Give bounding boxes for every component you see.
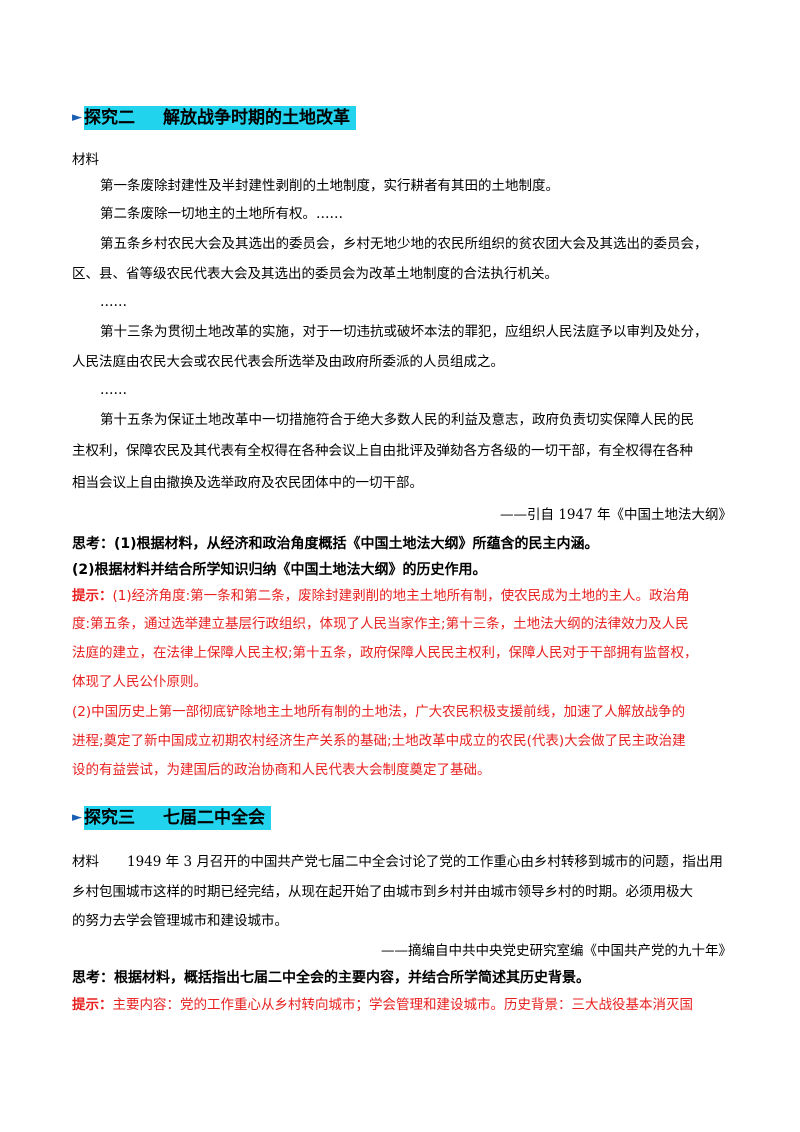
clause-line: 第二条废除一切地主的土地所有权。……: [100, 206, 343, 222]
clause-line: 主权利，保障农民及其代表有全权得在各种会议上自由批评及弹劾各方各级的一切干部，有…: [72, 443, 693, 459]
hint-line: 提示：(1)经济角度:第一条和第二条，废除封建剥削的地主土地所有制，使农民成为土…: [72, 586, 690, 606]
question-1: 思考：(1)根据材料，从经济和政治角度概括《中国土地法大纲》所蕴含的民主内涵。: [72, 536, 599, 552]
hint-text: 主要内容：党的工作重心从乡村转向城市；学会管理和建设城市。历史背景：三大战役基本…: [112, 997, 694, 1013]
section-heading-2: ► 探究二 解放战争时期的土地改革: [72, 106, 356, 130]
hint-text: (1)经济角度:第一条和第二条，废除封建剥削的地主土地所有制，使农民成为土地的主…: [112, 588, 690, 604]
source-citation: ——摘编自中共中央党史研究室编《中国共产党的九十年》: [381, 943, 732, 959]
hint-line: 提示：主要内容：党的工作重心从乡村转向城市；学会管理和建设城市。历史背景：三大战…: [72, 995, 693, 1015]
hint-line: 进程;奠定了新中国成立初期农村经济生产关系的基础;土地改革中成立的农民(代表)大…: [72, 733, 686, 749]
material-line: 材料 1949 年 3 月召开的中国共产党七届二中全会讨论了党的工作重心由乡村转移…: [72, 852, 723, 872]
heading-number: 探究三: [84, 808, 135, 828]
hint-line: 度:第五条，通过选举建立基层行政组织，体现了人民当家作主;第十三条，土地法大纲的…: [72, 616, 689, 632]
arrow-icon: ►: [72, 110, 82, 125]
heading-highlight: 探究三 七届二中全会: [84, 806, 271, 830]
material-text: 1949 年 3 月召开的中国共产党七届二中全会讨论了党的工作重心由乡村转移到城…: [127, 854, 723, 870]
source-citation: ——引自 1947 年《中国土地法大纲》: [500, 507, 732, 523]
clause-line: 相当会议上自由撤换及选举政府及农民团体中的一切干部。: [72, 475, 423, 491]
hint-line: 法庭的建立，在法律上保障人民主权;第十五条，政府保障人民民主权利，保障人民对于干…: [72, 645, 698, 661]
clause-line: 区、县、省等级农民代表大会及其选出的委员会为改革土地制度的合法执行机关。: [72, 266, 558, 282]
clause-line: 第十三条为贯彻土地改革的实施，对于一切违抗或破坏本法的罪犯，应组织人民法庭予以审…: [100, 324, 708, 340]
question-2: (2)根据材料并结合所学知识归纳《中国土地法大纲》的历史作用。: [72, 562, 487, 578]
clause-line: 第十五条为保证土地改革中一切措施符合于绝大多数人民的利益及意志，政府负责切实保障…: [100, 412, 694, 428]
heading-title: 七届二中全会: [163, 808, 265, 828]
heading-number: 探究二: [84, 108, 135, 128]
clause-line: 人民法庭由农民大会或农民代表会所选举及由政府所委派的人员组成之。: [72, 354, 504, 370]
heading-highlight: 探究二 解放战争时期的土地改革: [84, 106, 356, 130]
hint-label: 提示：: [72, 588, 113, 604]
clause-line: 第一条废除封建性及半封建性剥削的土地制度，实行耕者有其田的土地制度。: [100, 178, 559, 194]
ellipsis: ……: [100, 382, 127, 398]
hint-line: (2)中国历史上第一部彻底铲除地主土地所有制的土地法，广大农民积极支援前线，加速…: [72, 704, 686, 720]
heading-title: 解放战争时期的土地改革: [163, 108, 350, 128]
clause-line: 第五条乡村农民大会及其选出的委员会，乡村无地少地的农民所组织的贫农团大会及其选出…: [100, 236, 708, 252]
material-line: 的努力去学会管理城市和建设城市。: [72, 913, 288, 929]
material-label: 材料: [72, 152, 99, 168]
hint-line: 设的有益尝试，为建国后的政治协商和人民代表大会制度奠定了基础。: [72, 762, 491, 778]
material-label: 材料: [72, 854, 99, 870]
material-line: 乡村包围城市这样的时期已经完结，从现在起开始了由城市到乡村并由城市领导乡村的时期…: [72, 884, 693, 900]
hint-line: 体现了人民公仆原则。: [72, 674, 207, 690]
section-heading-3: ► 探究三 七届二中全会: [72, 806, 271, 830]
hint-label: 提示：: [72, 997, 113, 1013]
ellipsis: ……: [100, 294, 127, 310]
arrow-icon: ►: [72, 810, 82, 825]
question: 思考：根据材料，概括指出七届二中全会的主要内容，并结合所学简述其历史背景。: [72, 970, 590, 986]
